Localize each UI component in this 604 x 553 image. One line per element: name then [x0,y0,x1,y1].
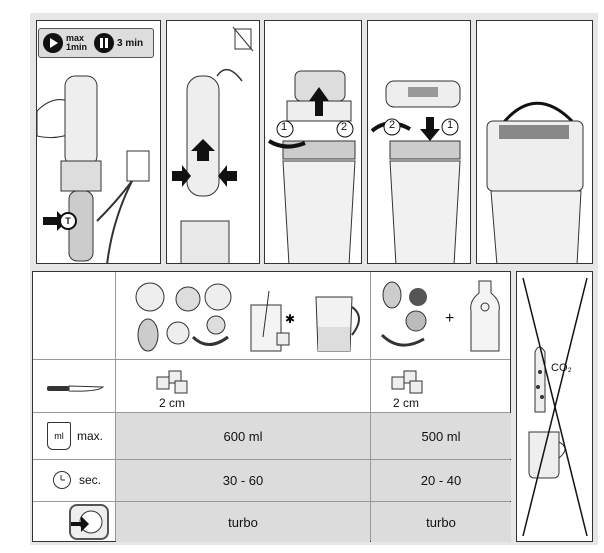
knife-icon [47,380,105,392]
fruit-mix-icon [378,277,443,357]
time-col1: 30 - 60 [116,460,370,501]
step-3-illustration [267,70,356,263]
time-col2: 20 - 40 [371,460,511,501]
turbo-t-label: T [65,216,71,226]
step-4-illustration [370,80,461,263]
milk-bottle-icon [465,277,505,357]
processing-table: ✱ + 2 cm 2 cm ml max. [32,271,511,542]
max-volume-col1: 600 ml [116,413,370,459]
step-5-panel [476,20,593,264]
step-1-illustration [37,75,150,263]
cut-size-col1: 2 cm [159,396,186,410]
speed-col1: turbo [116,502,370,542]
step-4-label-2: 2 [389,119,396,131]
prohibited-items-panel: CO₂ [516,271,593,542]
clock-icon [53,471,71,489]
step-4-label-1: 1 [447,119,454,131]
turbo-t-button-icon: T [59,212,77,230]
turbo-button-icon [69,504,109,540]
step-3-label-1: 1 [281,121,288,133]
play-icon [43,33,63,53]
co2-label: CO₂ [551,362,572,374]
fruit-vegetable-icon [128,277,238,357]
juice-glass-icon: ✱ [243,287,298,357]
speed-col2: turbo [371,502,511,542]
ice-cubes-icon-1 [153,367,193,397]
cup-icon: ml [47,422,71,450]
ice-cubes-icon-2 [388,367,428,397]
step-4-panel: 2 1 [367,20,471,264]
max-label: max. [77,429,104,443]
pause-icon [94,33,115,53]
svg-text:✱: ✱ [285,312,295,326]
step-3-panel: 1 2 [264,20,362,264]
pause-time: 3 min [117,37,144,49]
step-1-panel: T [36,20,161,264]
step-3-label-2: 2 [341,121,348,133]
seconds-label: sec. [79,473,102,487]
plus-sign: + [445,310,455,327]
cut-size-col2: 2 cm [393,396,420,410]
pitcher-icon [308,287,368,357]
prohibited-illustration [522,277,588,537]
step-2-illustration [172,26,254,263]
max-volume-col2: 500 ml [371,413,511,459]
step-2-panel [166,20,260,264]
step-5-illustration [486,101,584,263]
